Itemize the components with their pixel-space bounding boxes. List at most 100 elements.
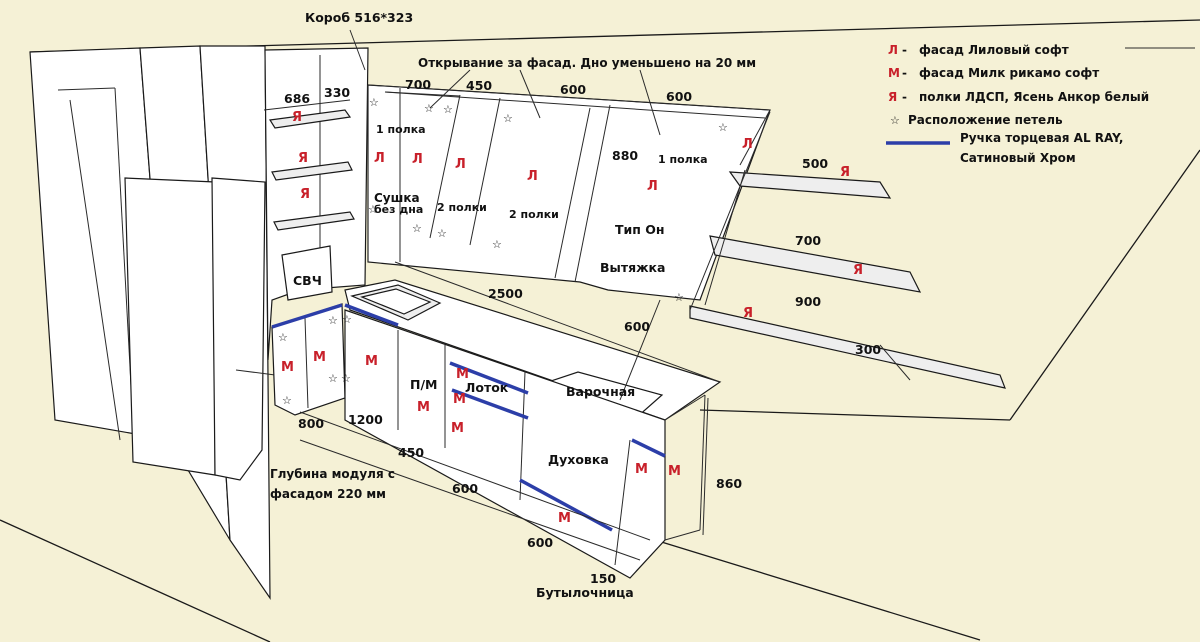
code-l-6: Л	[742, 137, 753, 152]
dim-600-top-a: 600	[560, 82, 586, 97]
legend-sep-m: -	[902, 66, 907, 80]
hinge-star-icon: ☆	[342, 313, 352, 326]
code-l-1: Л	[374, 151, 385, 166]
hinge-star-icon: ☆	[674, 291, 684, 304]
hinge-star-icon: ☆	[278, 331, 288, 344]
legend-text-m: фасад Милк рикамо софт	[919, 66, 1099, 80]
code-ya-2: Я	[298, 151, 308, 166]
code-m-7: М	[417, 400, 430, 415]
code-ya-3: Я	[300, 187, 310, 202]
label-hood-type: Тип Он	[615, 222, 665, 237]
dim-shelf-500: 500	[802, 156, 828, 171]
legend-code-l: Л	[888, 43, 898, 57]
dim-1200: 1200	[348, 412, 383, 427]
label-dryer-2: без дна	[374, 203, 423, 216]
code-m-8: М	[635, 462, 648, 477]
label-hood: Вытяжка	[600, 260, 665, 275]
legend-text-l: фасад Лиловый софт	[919, 43, 1069, 57]
dim-shelf-300: 300	[855, 342, 881, 357]
dim-600-top-b: 600	[666, 89, 692, 104]
code-l-3: Л	[455, 157, 466, 172]
code-ya-shelf-1: Я	[840, 165, 850, 180]
legend-hinges-text: Расположение петель	[908, 113, 1063, 127]
code-ya-shelf-2: Я	[853, 263, 863, 278]
dim-880: 880	[612, 148, 638, 163]
notes: Короб 516*323 Открывание за фасад. Дно у…	[270, 10, 756, 501]
hinge-star-icon: ☆	[718, 121, 728, 134]
hinge-star-icon: ☆	[437, 227, 447, 240]
dim-800: 800	[298, 416, 324, 431]
code-m-1: М	[281, 360, 294, 375]
dim-330: 330	[324, 85, 350, 100]
labels: 1 полка 1 полка Сушка без дна 2 полки 2 …	[293, 123, 708, 600]
label-2-shelves-a: 2 полки	[437, 201, 487, 214]
code-l-5: Л	[647, 179, 658, 194]
code-m-4: М	[456, 367, 469, 382]
hinge-star-icon: ☆	[492, 238, 502, 251]
note-box: Короб 516*323	[305, 10, 413, 25]
dim-600-base-a: 600	[452, 481, 478, 496]
note-width-2500: 2500	[488, 286, 523, 301]
dimension-lines	[263, 29, 1195, 561]
dim-686: 686	[284, 91, 310, 106]
legend-text-ya: полки ЛДСП, Ясень Анкор белый	[919, 90, 1149, 104]
note-opening: Открывание за фасад. Дно уменьшено на 20…	[418, 56, 756, 70]
label-2-shelves-b: 2 полки	[509, 208, 559, 221]
note-module-depth-1: Глубина модуля с	[270, 467, 395, 481]
hinge-star-icon: ☆	[412, 222, 422, 235]
code-m-5: М	[453, 392, 466, 407]
dim-450-base: 450	[398, 445, 424, 460]
hinge-star-icon: ☆	[328, 372, 338, 385]
dim-700-top: 700	[405, 77, 431, 92]
dim-450-top: 450	[466, 78, 492, 93]
hinge-star-icon: ☆	[443, 103, 453, 116]
hinge-star-icon: ☆	[282, 394, 292, 407]
hinge-star-icon: ☆	[369, 96, 379, 109]
code-l-2: Л	[412, 152, 423, 167]
dim-600-hood: 600	[624, 319, 650, 334]
legend-code-m: М	[888, 66, 900, 80]
code-ya-shelf-3: Я	[743, 306, 753, 321]
label-tray: Лоток	[465, 380, 509, 395]
label-dishwasher: П/М	[410, 377, 437, 392]
label-shelf-1a: 1 полка	[376, 123, 426, 136]
code-ya-1: Я	[292, 110, 302, 125]
upper-cabinets	[367, 84, 771, 301]
dim-shelf-700: 700	[795, 233, 821, 248]
legend-code-ya: Я	[888, 90, 897, 104]
code-l-4: Л	[527, 169, 538, 184]
code-m-10: М	[558, 511, 571, 526]
base-cabinets	[344, 303, 706, 579]
legend-handle-line1: Ручка торцевая AL RAY,	[960, 131, 1123, 145]
hinge-stars: ☆ ☆ ☆ ☆ ☆ ☆ ☆ ☆ ☆ ☆ ☆ ☆ ☆ ☆ ☆ ☆	[278, 96, 728, 407]
legend-handle-line2: Сатиновый Хром	[960, 151, 1076, 165]
hinge-star-icon: ☆	[341, 372, 351, 385]
note-module-depth-2: фасадом 220 мм	[270, 487, 386, 501]
dimension-labels: 686 330 700 450 600 600 880 500 700 900 …	[284, 77, 881, 586]
code-m-9: М	[668, 464, 681, 479]
legend-sep-l: -	[902, 43, 907, 57]
code-m-2: М	[313, 350, 326, 365]
hinge-star-icon: ☆	[424, 102, 434, 115]
hinge-star-icon: ☆	[503, 112, 513, 125]
wall-shelves	[689, 111, 1006, 389]
hinge-star-icon: ☆	[890, 114, 900, 127]
label-bottle-holder: Бутылочница	[536, 585, 634, 600]
dim-150: 150	[590, 571, 616, 586]
facade-codes: Я Я Я Л Л Л Л Л Л Я Я Я М М М М М М М М …	[281, 110, 863, 526]
code-m-6: М	[451, 421, 464, 436]
label-dryer-1: Сушка	[374, 191, 420, 205]
label-hob: Варочная	[566, 384, 635, 399]
label-oven: Духовка	[548, 452, 609, 467]
hinge-star-icon: ☆	[368, 203, 378, 216]
legend-sep-ya: -	[902, 90, 907, 104]
legend: Л - фасад Лиловый софт М - фасад Милк ри…	[886, 43, 1149, 165]
hinge-star-icon: ☆	[328, 314, 338, 327]
dim-shelf-900: 900	[795, 294, 821, 309]
label-shelf-1b: 1 полка	[658, 153, 708, 166]
code-m-3: М	[365, 354, 378, 369]
dim-600-base-b: 600	[527, 535, 553, 550]
dim-860: 860	[716, 476, 742, 491]
